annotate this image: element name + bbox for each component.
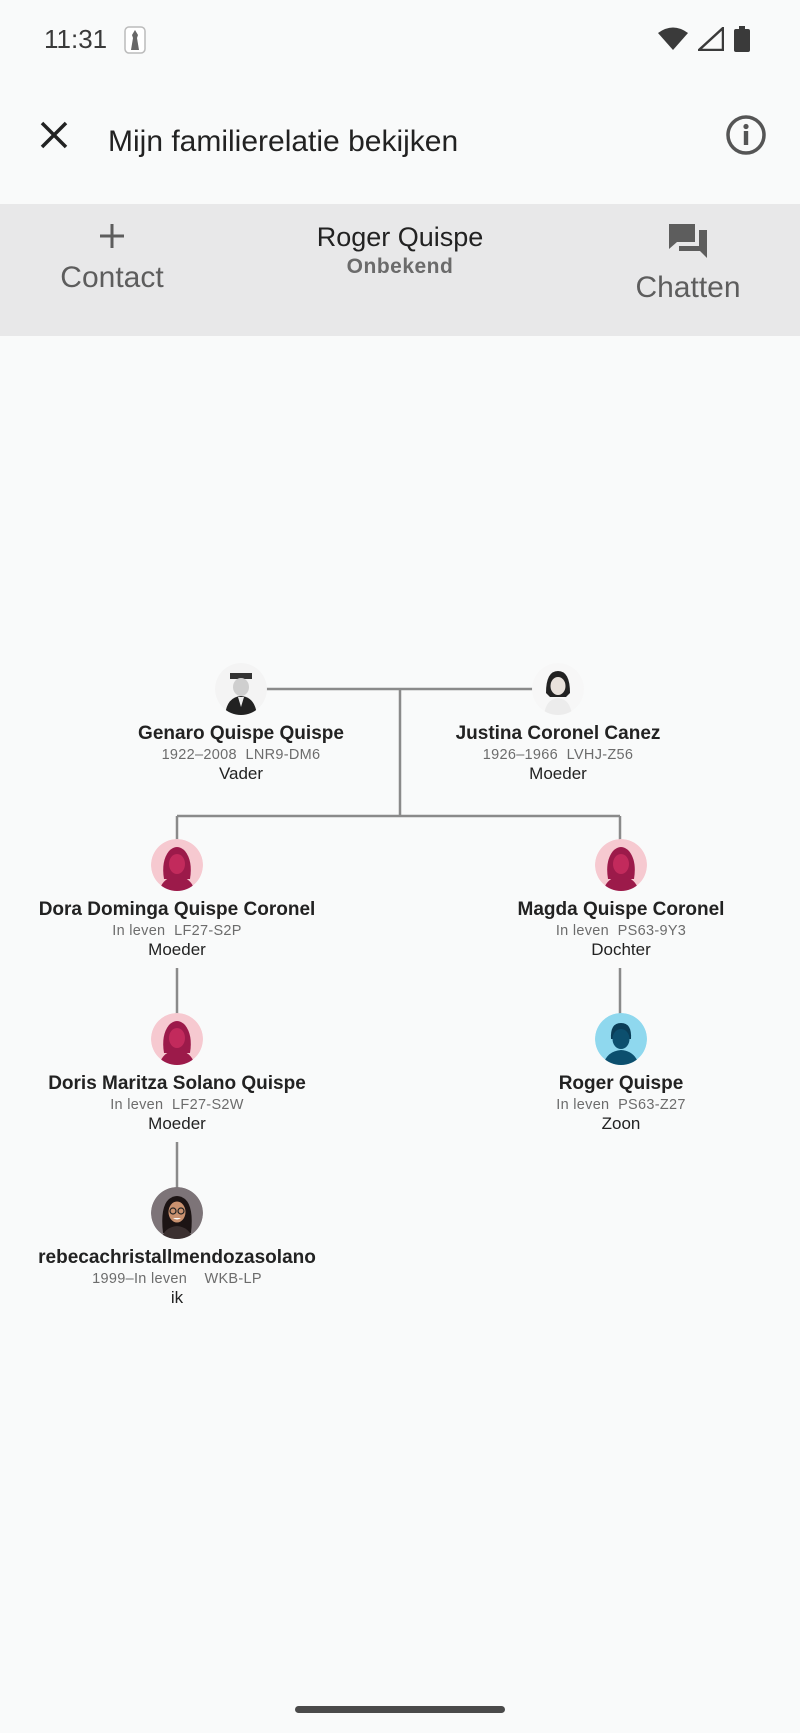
avatar xyxy=(151,1187,203,1239)
person-meta: 1926–1966 LVHJ-Z56 xyxy=(482,747,634,763)
selected-person: Roger Quispe Onbekend xyxy=(200,222,600,279)
female-avatar-icon xyxy=(151,1013,203,1065)
avatar xyxy=(532,663,584,715)
person-meta: In leven LF27-S2W xyxy=(110,1097,244,1113)
selected-person-status: Onbekend xyxy=(346,255,454,278)
person-card-self[interactable]: rebecachristallmendozasolano 1999–In lev… xyxy=(17,1187,337,1308)
person-name: rebecachristallmendozasolano xyxy=(38,1247,316,1268)
status-time: 11:31 xyxy=(44,24,108,54)
app-notification-icon xyxy=(124,26,146,59)
contact-label: Contact xyxy=(60,261,164,294)
person-card-doris[interactable]: Doris Maritza Solano Quispe In leven LF2… xyxy=(17,1013,337,1134)
person-name: Doris Maritza Solano Quispe xyxy=(48,1073,306,1094)
info-button[interactable] xyxy=(724,113,768,157)
person-meta: In leven PS63-9Y3 xyxy=(555,923,687,939)
contact-button[interactable]: Contact xyxy=(22,222,202,295)
person-relation: Moeder xyxy=(148,940,206,959)
status-icons xyxy=(658,26,750,52)
avatar xyxy=(215,663,267,715)
wifi-icon xyxy=(658,27,688,50)
info-icon xyxy=(726,115,766,155)
person-relation: Dochter xyxy=(591,940,651,959)
home-indicator[interactable] xyxy=(295,1706,505,1713)
person-card-genaro[interactable]: Genaro Quispe Quispe 1922–2008 LNR9-DM6 … xyxy=(81,663,401,784)
person-meta: In leven LF27-S2P xyxy=(112,923,242,939)
person-card-justina[interactable]: Justina Coronel Canez 1926–1966 LVHJ-Z56… xyxy=(398,663,718,784)
person-relation: ik xyxy=(170,1288,184,1307)
plus-icon xyxy=(100,224,124,248)
person-card-roger[interactable]: Roger Quispe In leven PS63-Z27 Zoon xyxy=(461,1013,781,1134)
person-name: Magda Quispe Coronel xyxy=(517,899,725,920)
selected-person-name: Roger Quispe xyxy=(316,222,484,252)
person-card-magda[interactable]: Magda Quispe Coronel In leven PS63-9Y3 D… xyxy=(461,839,781,960)
status-bar: 11:31 xyxy=(0,0,800,80)
person-relation: Moeder xyxy=(529,764,587,783)
person-relation: Zoon xyxy=(601,1114,641,1133)
person-meta: 1922–2008 LNR9-DM6 xyxy=(161,747,321,763)
person-name: Genaro Quispe Quispe xyxy=(138,723,344,744)
person-meta: 1999–In leven WKB-LP xyxy=(92,1271,262,1287)
male-avatar-icon xyxy=(595,1013,647,1065)
close-icon xyxy=(40,121,68,149)
person-relation: Moeder xyxy=(148,1114,206,1133)
close-button[interactable] xyxy=(34,115,74,155)
person-name: Roger Quispe xyxy=(558,1073,684,1094)
contact-band: Contact Roger Quispe Onbekend Chatten xyxy=(0,204,800,336)
person-meta: In leven PS63-Z27 xyxy=(556,1097,686,1113)
person-card-dora[interactable]: Dora Dominga Quispe Coronel In leven LF2… xyxy=(17,839,337,960)
page-title: Mijn familierelatie bekijken xyxy=(108,125,459,158)
chat-button[interactable]: Chatten xyxy=(598,222,778,305)
battery-icon xyxy=(734,26,750,52)
chat-icon xyxy=(669,224,707,258)
person-relation: Vader xyxy=(218,764,264,783)
female-avatar-icon xyxy=(595,839,647,891)
cell-signal-icon xyxy=(698,27,724,51)
female-avatar-icon xyxy=(151,839,203,891)
person-name: Justina Coronel Canez xyxy=(455,723,661,744)
person-name: Dora Dominga Quispe Coronel xyxy=(38,899,316,920)
chat-label: Chatten xyxy=(635,271,741,304)
app-bar: Mijn familierelatie bekijken xyxy=(0,95,800,185)
